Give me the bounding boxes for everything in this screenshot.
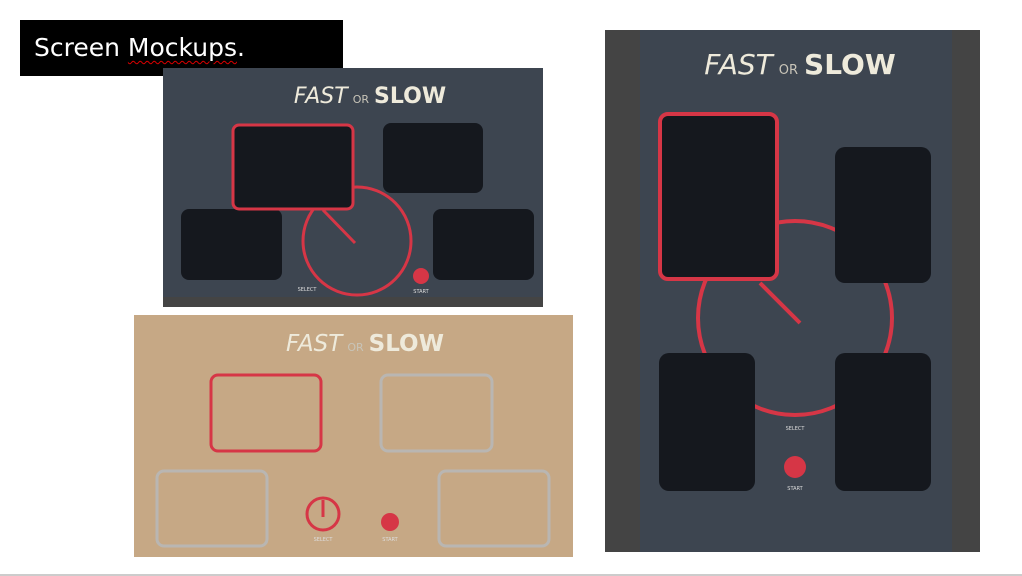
option-tile-bottom-left[interactable] [659, 353, 755, 491]
start-button[interactable] [784, 456, 806, 478]
select-dial[interactable] [301, 185, 413, 297]
start-button[interactable] [413, 268, 429, 284]
select-dial[interactable] [696, 219, 894, 417]
start-label: START [787, 486, 803, 492]
slide-title: Screen Mockups. [20, 20, 343, 76]
title-period: . [236, 33, 245, 62]
option-tile-bottom-left[interactable] [181, 209, 282, 280]
select-label: SELECT [298, 287, 318, 293]
option-tile-top-right[interactable] [379, 373, 494, 453]
select-label: SELECT [314, 537, 334, 543]
option-tile-bottom-right[interactable] [433, 209, 534, 280]
option-tile-bottom-left[interactable] [155, 469, 269, 548]
title-misspelled-word: Mockups [127, 33, 237, 62]
dial-needle [758, 281, 802, 325]
option-tile-top-right[interactable] [383, 123, 483, 193]
option-tile-selected[interactable] [658, 112, 779, 281]
power-dial-icon[interactable] [305, 496, 341, 532]
slide-bottom-border [0, 574, 1022, 576]
start-button[interactable] [381, 513, 399, 531]
title-text: Screen [34, 33, 128, 62]
option-tile-selected[interactable] [231, 123, 355, 211]
select-label: SELECT [786, 426, 806, 432]
dial-needle [321, 208, 357, 245]
option-tile-bottom-right[interactable] [835, 353, 931, 491]
panel-background [134, 315, 573, 557]
option-tile-top-right[interactable] [835, 147, 931, 283]
option-tile-bottom-right[interactable] [437, 469, 551, 548]
option-tile-selected[interactable] [209, 373, 323, 453]
start-label: START [413, 289, 429, 295]
panel-footer-bar [163, 297, 543, 307]
start-label: START [382, 537, 398, 543]
